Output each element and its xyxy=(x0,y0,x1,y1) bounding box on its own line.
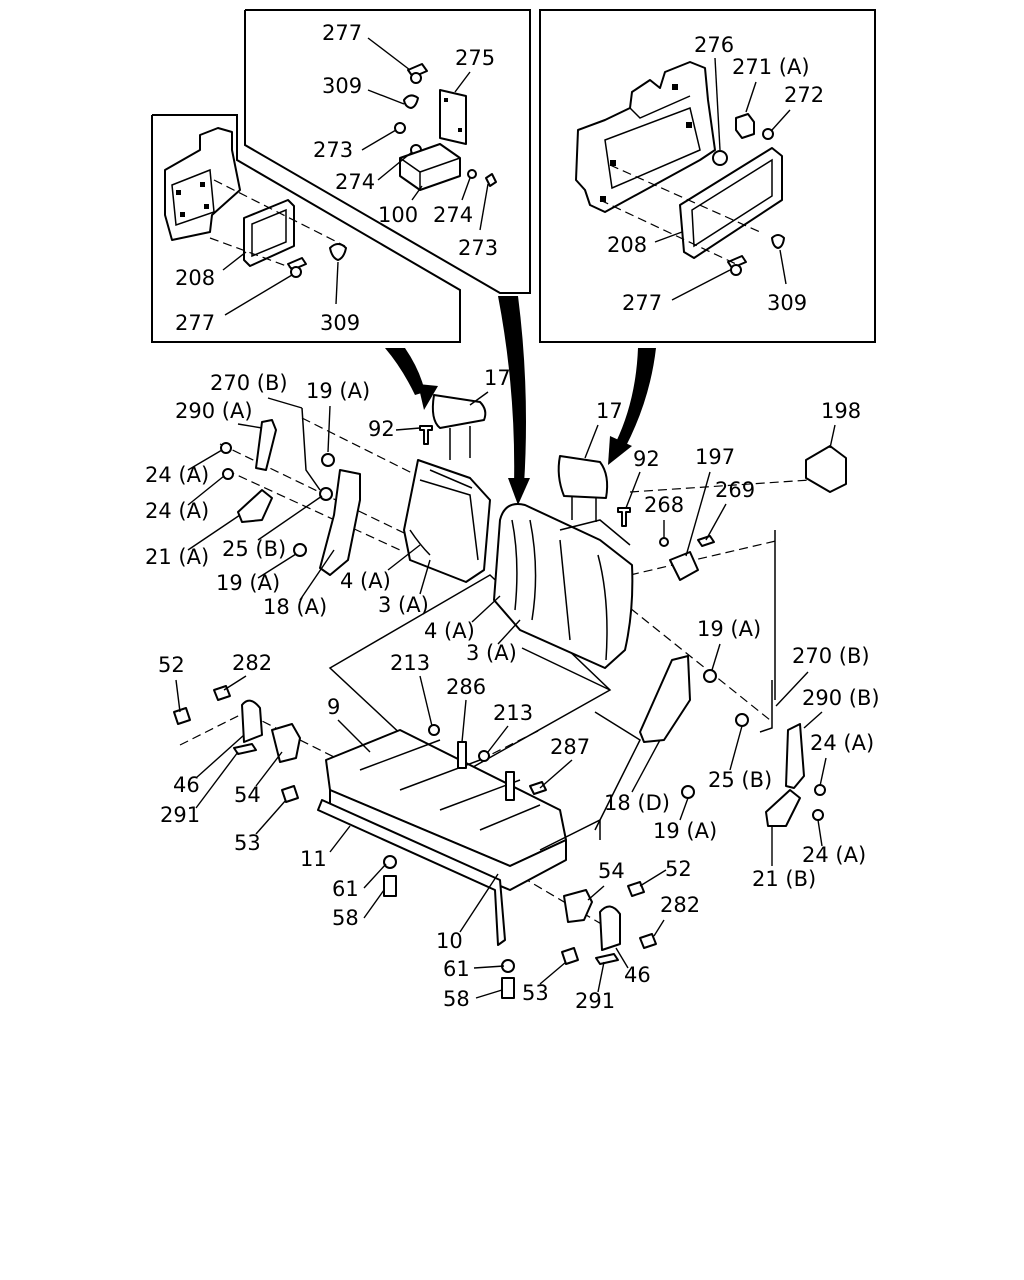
label-19a-top: 19 (A) xyxy=(306,379,370,403)
label-4a-left: 4 (A) xyxy=(340,569,391,593)
label-271a: 271 (A) xyxy=(732,55,810,79)
label-291-right: 291 xyxy=(575,989,615,1013)
label-21b: 21 (B) xyxy=(752,867,816,891)
label-10: 10 xyxy=(436,929,463,953)
label-24a-2: 24 (A) xyxy=(145,499,209,523)
label-9: 9 xyxy=(327,695,340,719)
label-18d: 18 (D) xyxy=(604,791,670,815)
label-208: 208 xyxy=(175,266,215,290)
label-54-right: 54 xyxy=(598,859,625,883)
label-3a-left: 3 (A) xyxy=(378,593,429,617)
label-273: 273 xyxy=(458,236,498,260)
label-277: 277 xyxy=(322,21,362,45)
label-19a-left: 19 (A) xyxy=(216,571,280,595)
label-58-left: 58 xyxy=(332,906,359,930)
label-277: 277 xyxy=(622,291,662,315)
label-287: 287 xyxy=(550,735,590,759)
label-53-center: 53 xyxy=(522,981,549,1005)
label-274: 274 xyxy=(433,203,473,227)
label-277: 277 xyxy=(175,311,215,335)
label-25b-left: 25 (B) xyxy=(222,537,286,561)
label-11: 11 xyxy=(300,847,327,871)
label-208: 208 xyxy=(607,233,647,257)
label-274: 274 xyxy=(335,170,375,194)
label-269: 269 xyxy=(715,478,755,502)
main-assembly: 17 17 92 92 270 (B) 290 (A) 19 (A) 24 (A… xyxy=(145,366,880,1013)
label-52-right: 52 xyxy=(665,857,692,881)
label-46-right: 46 xyxy=(624,963,651,987)
label-290b: 290 (B) xyxy=(802,686,880,710)
label-309: 309 xyxy=(320,311,360,335)
label-282-right: 282 xyxy=(660,893,700,917)
label-309: 309 xyxy=(767,291,807,315)
label-19a-right: 19 (A) xyxy=(697,617,761,641)
label-273: 273 xyxy=(313,138,353,162)
label-18a: 18 (A) xyxy=(263,595,327,619)
inset-right: 276 271 (A) 272 208 277 309 xyxy=(539,9,876,343)
label-24a-1: 24 (A) xyxy=(145,463,209,487)
label-276: 276 xyxy=(694,33,734,57)
label-58-center: 58 xyxy=(443,987,470,1011)
label-282-left: 282 xyxy=(232,651,272,675)
label-53-left: 53 xyxy=(234,831,261,855)
label-213-b: 213 xyxy=(493,701,533,725)
inset-left: 208 277 309 xyxy=(151,114,461,343)
label-213-a: 213 xyxy=(390,651,430,675)
label-270b-right: 270 (B) xyxy=(792,644,870,668)
label-92-right: 92 xyxy=(633,447,660,471)
label-291-left: 291 xyxy=(160,803,200,827)
label-19a-right2: 19 (A) xyxy=(653,819,717,843)
label-25b-right: 25 (B) xyxy=(708,768,772,792)
label-309: 309 xyxy=(322,74,362,98)
label-46-left: 46 xyxy=(173,773,200,797)
callout-arrow-left xyxy=(385,348,425,395)
label-17-right: 17 xyxy=(596,399,623,423)
inset-middle: 277 275 309 273 274 100 274 273 xyxy=(244,9,531,294)
label-100: 100 xyxy=(378,203,418,227)
label-3a-center: 3 (A) xyxy=(466,641,517,665)
label-197: 197 xyxy=(695,445,735,469)
label-272: 272 xyxy=(784,83,824,107)
label-52-left: 52 xyxy=(158,653,185,677)
callout-arrow-right xyxy=(616,348,656,448)
label-24a-r1: 24 (A) xyxy=(810,731,874,755)
label-92-left: 92 xyxy=(368,417,395,441)
label-268: 268 xyxy=(644,493,684,517)
label-24a-r2: 24 (A) xyxy=(802,843,866,867)
label-17-left: 17 xyxy=(484,366,511,390)
callout-arrow-middle xyxy=(498,296,526,485)
label-61-left: 61 xyxy=(332,877,359,901)
label-4a-center: 4 (A) xyxy=(424,619,475,643)
label-270b-left: 270 (B) xyxy=(210,371,288,395)
label-275: 275 xyxy=(455,46,495,70)
label-54-left: 54 xyxy=(234,783,261,807)
label-21a: 21 (A) xyxy=(145,545,209,569)
label-61-center: 61 xyxy=(443,957,470,981)
label-290a: 290 (A) xyxy=(175,399,253,423)
label-286: 286 xyxy=(446,675,486,699)
label-198: 198 xyxy=(821,399,861,423)
